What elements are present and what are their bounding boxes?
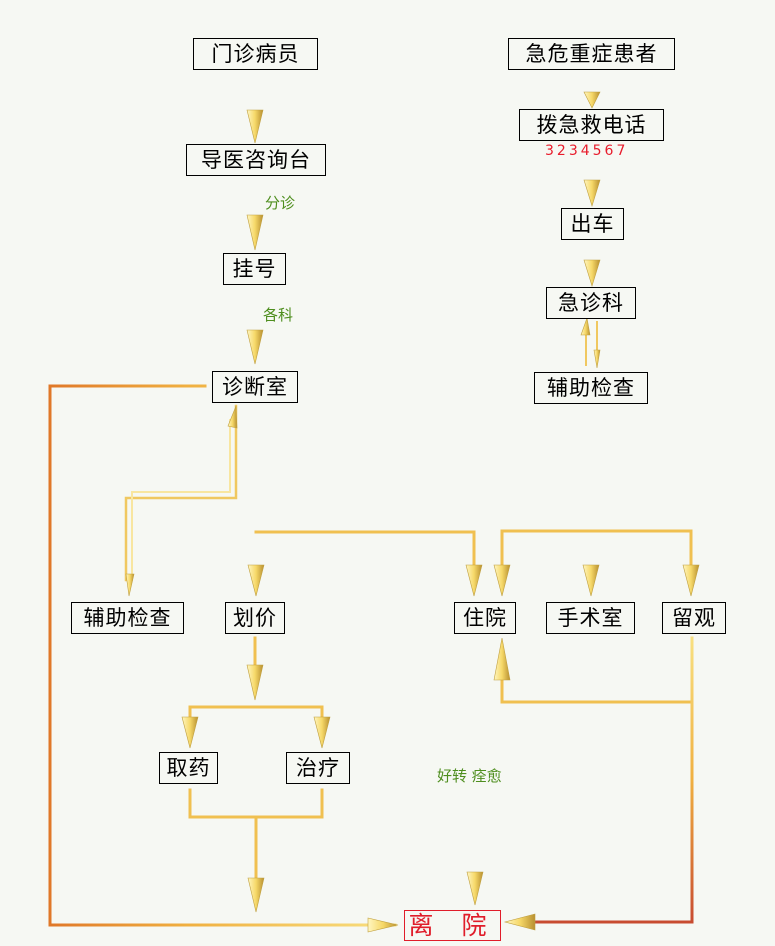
node-emergency-patient[interactable]: 急危重症患者 bbox=[508, 38, 675, 70]
phone-number-label: 3234567 bbox=[545, 143, 629, 159]
triage-label: 分诊 bbox=[265, 194, 296, 212]
node-register[interactable]: 挂号 bbox=[223, 253, 286, 285]
improved-cured-label: 好转 痊愈 bbox=[437, 767, 502, 785]
arrowhead-up bbox=[493, 637, 511, 681]
connector-split-hosp-obs bbox=[500, 529, 693, 574]
arrowhead-down bbox=[466, 871, 484, 906]
node-discharge[interactable]: 离 院 bbox=[404, 910, 501, 941]
node-aux-exam-left[interactable]: 辅助检查 bbox=[71, 602, 184, 634]
node-treatment[interactable]: 治疗 bbox=[286, 752, 350, 784]
departments-label: 各科 bbox=[263, 306, 294, 324]
arrowhead-down bbox=[583, 179, 601, 208]
arrowhead-down bbox=[181, 716, 199, 749]
arrowhead-down bbox=[246, 329, 264, 365]
connector-merge-discharge bbox=[188, 788, 324, 819]
arrowhead-down bbox=[583, 91, 601, 109]
arrowhead-down bbox=[682, 564, 700, 597]
connector-observation-hospitalization bbox=[500, 648, 693, 704]
node-observation[interactable]: 留观 bbox=[662, 602, 726, 634]
node-get-medicine[interactable]: 取药 bbox=[159, 752, 218, 784]
arrowhead-right bbox=[367, 917, 399, 933]
arrowhead-down bbox=[593, 349, 601, 369]
arrowhead-down bbox=[246, 214, 264, 251]
arrowhead-down bbox=[493, 564, 511, 597]
arrowhead-down bbox=[125, 573, 135, 597]
node-guide-desk[interactable]: 导医咨询台 bbox=[186, 144, 326, 176]
connector-diagnosis-hospitalization bbox=[254, 530, 476, 574]
node-outpatient[interactable]: 门诊病员 bbox=[193, 38, 318, 70]
arrowhead-up bbox=[580, 316, 591, 336]
connector-observation-discharge bbox=[528, 636, 694, 924]
arrowhead-down bbox=[583, 259, 601, 288]
node-dispatch[interactable]: 出车 bbox=[561, 208, 624, 240]
arrowhead-down bbox=[246, 109, 264, 144]
arrowhead-down bbox=[582, 564, 600, 597]
connector-diagnosis-aux-exam bbox=[124, 404, 238, 582]
arrowhead-down bbox=[247, 564, 265, 597]
node-diagnosis-room[interactable]: 诊断室 bbox=[212, 371, 298, 403]
node-emergency-dept[interactable]: 急诊科 bbox=[546, 287, 636, 319]
node-operating-room[interactable]: 手术室 bbox=[546, 602, 635, 634]
node-hospitalization[interactable]: 住院 bbox=[454, 602, 516, 634]
arrowhead-down bbox=[313, 716, 331, 749]
node-pricing[interactable]: 划价 bbox=[225, 602, 285, 634]
arrowhead-up bbox=[227, 405, 238, 429]
connector-diagnosis-discharge bbox=[48, 384, 397, 927]
arrowhead-left bbox=[503, 913, 536, 931]
connector-split-medicine-treatment bbox=[188, 705, 324, 722]
arrowhead-down bbox=[247, 877, 265, 913]
node-dial-emergency[interactable]: 拨急救电话 bbox=[519, 109, 664, 141]
arrowhead-down bbox=[465, 564, 483, 597]
arrowhead-down bbox=[246, 664, 264, 701]
node-aux-exam-right[interactable]: 辅助检查 bbox=[534, 372, 648, 404]
